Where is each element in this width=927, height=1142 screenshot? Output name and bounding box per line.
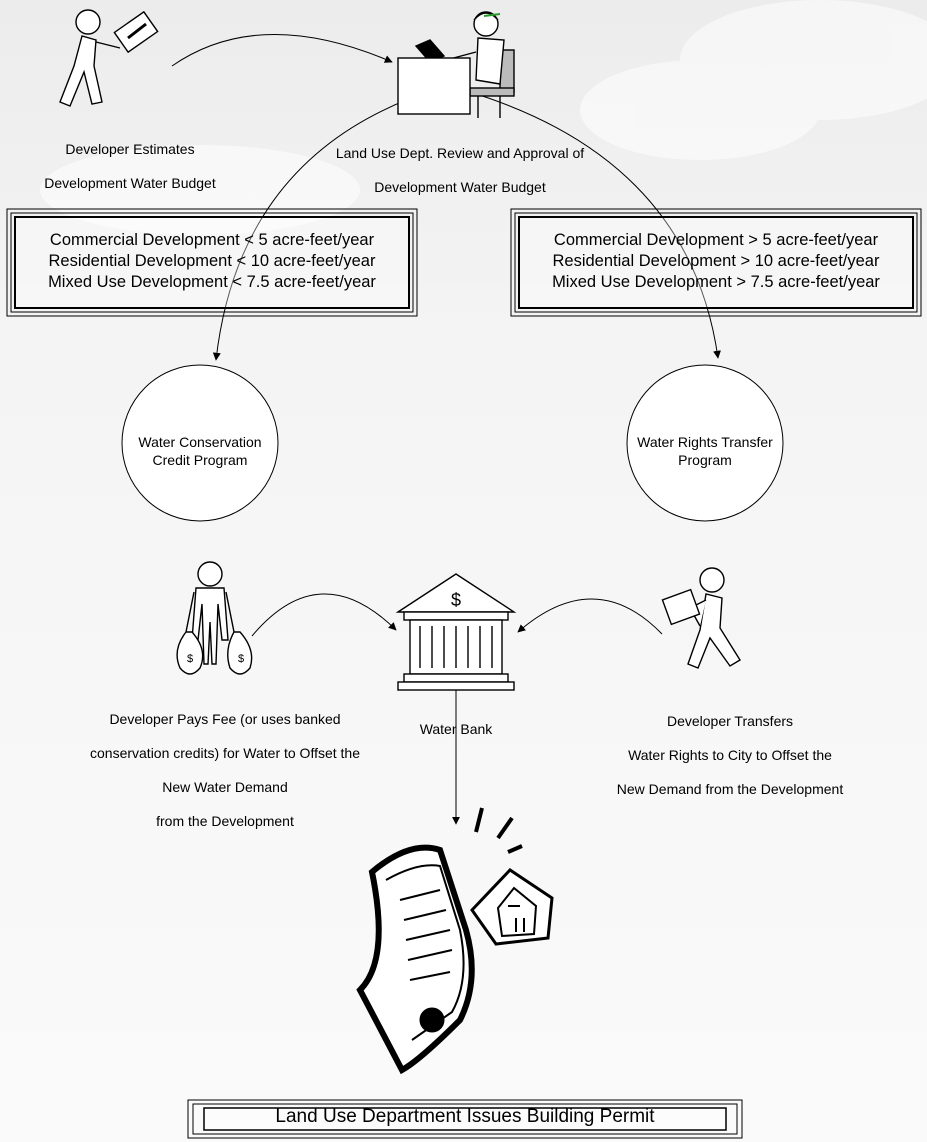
bank-dollar-symbol: $ [451,590,461,610]
criteria-left-commercial: Commercial Development < 5 acre-feet/yea… [49,231,375,249]
clerk-at-desk-icon [397,11,515,118]
criteria-right-mixed: Mixed Use Development > 7.5 acre-feet/ye… [552,273,880,291]
flow-arrows [171,34,721,825]
permit-label: Land Use Department Issues Building Perm… [275,1106,655,1127]
developer-estimates-label: Developer Estimates Development Water Bu… [44,141,216,191]
bank-building-icon: $ [395,573,517,691]
money-bag-left-symbol: $ [187,653,193,665]
person-with-money-bags-icon: $ $ [176,561,253,675]
arrow-fee-to-bank [251,593,397,637]
program-conservation-label: Water Conservation Credit Program [138,434,262,468]
criteria-right-commercial: Commercial Development > 5 acre-feet/yea… [553,231,879,249]
criteria-left-text: Commercial Development < 5 acre-feet/yea… [15,230,409,293]
criteria-box-right [510,208,922,317]
program-circle-conservation [121,364,279,522]
developer-pays-label: Developer Pays Fee (or uses banked conse… [90,711,360,829]
criteria-right-text: Commercial Development > 5 acre-feet/yea… [519,230,913,293]
developer-transfers-label: Developer Transfers Water Rights to City… [616,713,844,797]
arrow-review-to-transfer [469,91,721,359]
criteria-box-left [6,208,418,317]
land-use-review-label: Land Use Dept. Review and Approval of De… [335,145,585,195]
program-transfer-label: Water Rights Transfer Program [637,434,773,468]
permit-document-house-icon [356,807,554,1075]
program-circle-transfer [626,364,784,522]
permit-box [187,1099,743,1139]
money-bag-right-symbol: $ [238,653,244,665]
walking-person-with-envelope-icon [59,9,159,107]
arrow-estimate-to-review [171,34,393,67]
criteria-left-mixed: Mixed Use Development < 7.5 acre-feet/ye… [48,273,376,291]
water-bank-label: Water Bank [419,721,493,737]
arrow-review-to-conservation [212,87,441,361]
arrow-transfer-to-bank [517,598,663,635]
criteria-right-residential: Residential Development > 10 acre-feet/y… [552,252,880,270]
person-carrying-box-icon [661,567,741,669]
criteria-left-residential: Residential Development < 10 acre-feet/y… [48,252,376,270]
